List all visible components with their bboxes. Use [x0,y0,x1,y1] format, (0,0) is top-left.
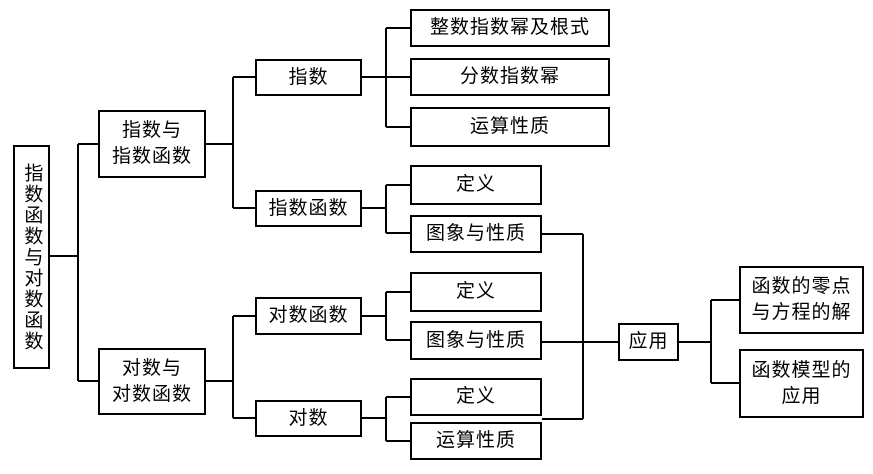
leaf-log-1: 运算性质 [410,422,542,460]
leaf-exp-2: 运算性质 [410,107,610,147]
leaf-exp-0-label: 整数指数幂及根式 [429,16,590,39]
node-log-label: 对数 [288,406,329,429]
leaf-exp-0: 整数指数幂及根式 [410,9,610,47]
leaf-log-0-label: 定义 [455,385,496,408]
leaf-exp-1-label: 分数指数幂 [459,65,560,88]
leaf-exp-func-1: 图象与性质 [410,215,542,253]
node-log: 对数 [255,400,362,437]
leaf-exp-1: 分数指数幂 [410,58,610,96]
branch-exp: 指数与 指数函数 [98,110,206,178]
node-exp-func: 指数函数 [255,190,362,227]
branch-log-line1: 对数与 [121,356,182,379]
leaf-application-1-line1: 函数模型的 [751,358,852,381]
leaf-exp-func-1-label: 图象与性质 [425,222,526,245]
root-topic: 指数函数与对数函数 [13,145,50,369]
root-topic-label: 指数函数与对数函数 [21,162,44,352]
branch-exp-line2: 指数函数 [111,145,192,167]
leaf-exp-func-0-label: 定义 [455,173,496,196]
leaf-log-1-label: 运算性质 [435,429,516,452]
leaf-application-1-line2: 应用 [781,384,822,407]
branch-exp-line1: 指数与 [121,119,182,142]
node-exp: 指数 [255,59,362,96]
leaf-application-0-line1: 函数的零点 [751,275,852,298]
node-application: 应用 [618,323,679,361]
leaf-exp-func-0: 定义 [410,165,542,205]
leaf-log-func-0: 定义 [410,272,542,312]
leaf-application-0: 函数的零点 与方程的解 [739,266,864,334]
node-log-func-label: 对数函数 [268,304,349,327]
node-exp-func-label: 指数函数 [268,196,349,219]
branch-log-line2: 对数函数 [111,382,192,405]
branch-log: 对数与 对数函数 [98,348,206,415]
leaf-log-func-0-label: 定义 [455,280,496,303]
leaf-application-1: 函数模型的 应用 [739,349,864,418]
node-application-label: 应用 [628,330,669,353]
leaf-log-0: 定义 [410,378,542,416]
node-exp-label: 指数 [288,65,329,88]
leaf-exp-2-label: 运算性质 [469,115,550,138]
leaf-log-func-1: 图象与性质 [410,321,542,360]
node-log-func: 对数函数 [255,297,362,335]
leaf-application-0-line2: 与方程的解 [751,301,852,323]
leaf-log-func-1-label: 图象与性质 [425,328,526,351]
